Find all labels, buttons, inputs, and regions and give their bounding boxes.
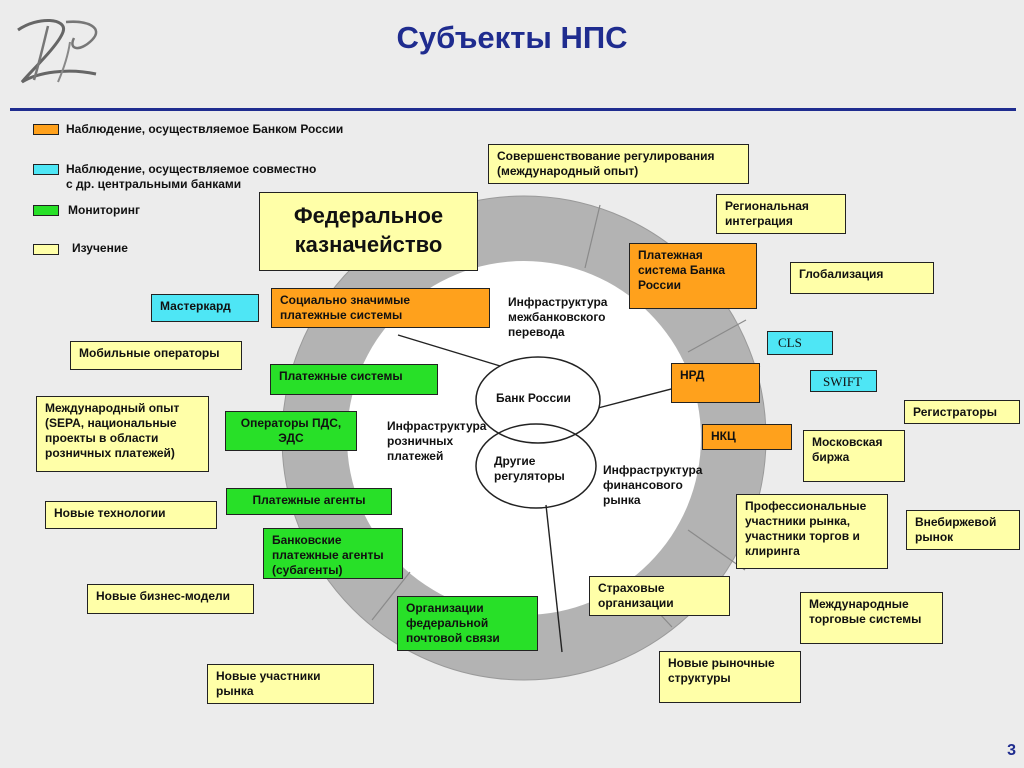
page-number: 3 bbox=[1007, 742, 1016, 759]
payment-agents-box: Платежные агенты bbox=[226, 488, 392, 515]
federal-treasury-box: Федеральное казначейство bbox=[259, 192, 478, 271]
sector-line-interbank bbox=[397, 334, 511, 370]
ring-divider bbox=[371, 571, 411, 621]
legend-label: Наблюдение, осуществляемое совместно с д… bbox=[66, 162, 317, 191]
moscow-exchange-box: Московская биржа bbox=[803, 430, 905, 482]
legend-swatch-green bbox=[33, 205, 59, 216]
ring-divider bbox=[687, 529, 746, 571]
mobile-operators-box: Мобильные операторы bbox=[70, 341, 242, 370]
bank-of-russia-label: Банк России bbox=[496, 391, 571, 405]
otc-market-box: Внебиржевой рынок bbox=[906, 510, 1020, 550]
legend-label: Изучение bbox=[72, 241, 128, 255]
payment-system-bor-box: Платежная система Банка России bbox=[629, 243, 757, 309]
sector-interbank-label: Инфраструктура межбанковского перевода bbox=[508, 295, 608, 339]
international-experience-box: Международный опыт (SEPA, национальные п… bbox=[36, 396, 209, 472]
sector-line-bottom bbox=[545, 504, 563, 653]
new-market-structures-box: Новые рыночные структуры bbox=[659, 651, 801, 703]
postal-organizations-box: Организации федеральной почтовой связи bbox=[397, 596, 538, 651]
socially-significant-box: Социально значимые платежные системы bbox=[271, 288, 490, 328]
ring-divider bbox=[687, 319, 747, 353]
legend-swatch-orange bbox=[33, 124, 59, 135]
ring-divider bbox=[584, 204, 601, 269]
title-rule bbox=[10, 108, 1016, 111]
sector-retail-label: Инфраструктура розничных платежей bbox=[387, 419, 487, 463]
legend-label: Мониторинг bbox=[68, 203, 140, 217]
mastercard-box: Мастеркард bbox=[151, 294, 259, 322]
legend-label: Наблюдение, осуществляемое Банком России bbox=[66, 122, 344, 136]
insurance-box: Страховые организации bbox=[589, 576, 730, 616]
operators-pds-box: Операторы ПДС, ЭДС bbox=[225, 411, 357, 451]
other-regulators-label: Другие регуляторы bbox=[494, 454, 565, 483]
logo-icon bbox=[17, 18, 98, 84]
sector-financial-market-label: Инфраструктура финансового рынка bbox=[603, 463, 703, 507]
swift-box: SWIFT bbox=[810, 370, 877, 392]
cls-box: CLS bbox=[767, 331, 833, 355]
legend-swatch-cyan bbox=[33, 164, 59, 175]
payment-systems-box: Платежные системы bbox=[270, 364, 438, 395]
new-business-models-box: Новые бизнес-модели bbox=[87, 584, 254, 614]
globalization-box: Глобализация bbox=[790, 262, 934, 294]
bank-of-russia-ellipse bbox=[475, 356, 601, 444]
nkc-box: НКЦ bbox=[702, 424, 792, 450]
bank-payment-agents-box: Банковские платежные агенты (субагенты) bbox=[263, 528, 403, 579]
regional-integration-box: Региональная интеграция bbox=[716, 194, 846, 234]
nrd-box: НРД bbox=[671, 363, 760, 403]
registrars-box: Регистраторы bbox=[904, 400, 1020, 424]
intl-trading-systems-box: Международные торговые системы bbox=[800, 592, 943, 644]
page-title: Субъекты НПС bbox=[396, 20, 628, 55]
legend-swatch-yellow bbox=[33, 244, 59, 255]
regulation-improvement-box: Совершенствование регулирования (междуна… bbox=[488, 144, 749, 184]
new-technologies-box: Новые технологии bbox=[45, 501, 217, 529]
other-regulators-ellipse bbox=[475, 423, 597, 509]
new-participants-box: Новые участники рынка bbox=[207, 664, 374, 704]
professional-participants-box: Профессиональные участники рынка, участн… bbox=[736, 494, 888, 569]
